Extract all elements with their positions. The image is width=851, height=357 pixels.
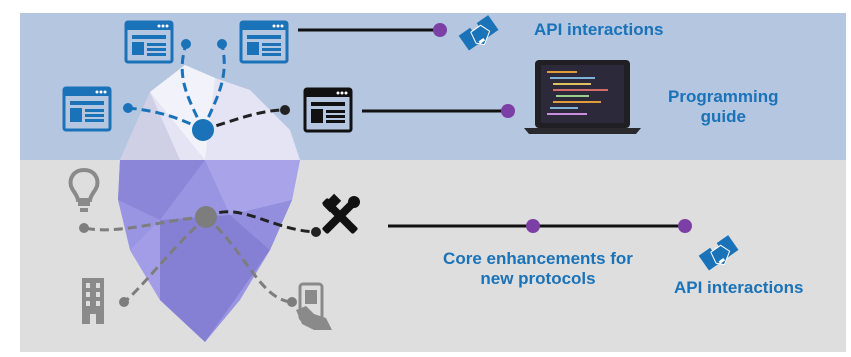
top-node [280,105,290,115]
lightbulb-icon [68,167,100,212]
core-enhancements-label: Core enhancements for new protocols [418,249,658,289]
browser-window-icon [303,87,353,133]
browser-window-icon [239,20,289,64]
browser-window-icon [124,20,174,64]
api-interactions-bottom-label: API interactions [674,278,804,297]
top-hub-node [192,119,214,141]
top-node [123,103,133,113]
bottom-node [287,297,297,307]
bottom-node [119,297,129,307]
laptop-code-icon [524,60,641,134]
api-top-node [433,23,447,37]
core-enhancements-line2: new protocols [480,269,596,288]
api-bottom-node [678,219,692,233]
mobile-hand-icon [296,282,332,330]
programming-guide-label: Programming guide [668,87,779,127]
bottom-connectors [83,210,317,304]
handshake-icon [458,15,499,51]
programming-guide-line2: guide [700,107,746,126]
core-node [526,219,540,233]
bottom-node [79,223,89,233]
core-enhancements-line1: Core enhancements for [443,249,633,268]
handshake-icon [698,235,739,271]
tools-icon [322,193,360,234]
bottom-node [311,227,321,237]
programming-guide-line1: Programming [668,87,779,106]
top-node [217,39,227,49]
top-node [181,39,191,49]
programming-node [501,104,515,118]
building-icon [82,278,104,324]
browser-window-icon [62,86,112,132]
bottom-hub-node [195,206,217,228]
api-interactions-top-label: API interactions [534,20,664,39]
